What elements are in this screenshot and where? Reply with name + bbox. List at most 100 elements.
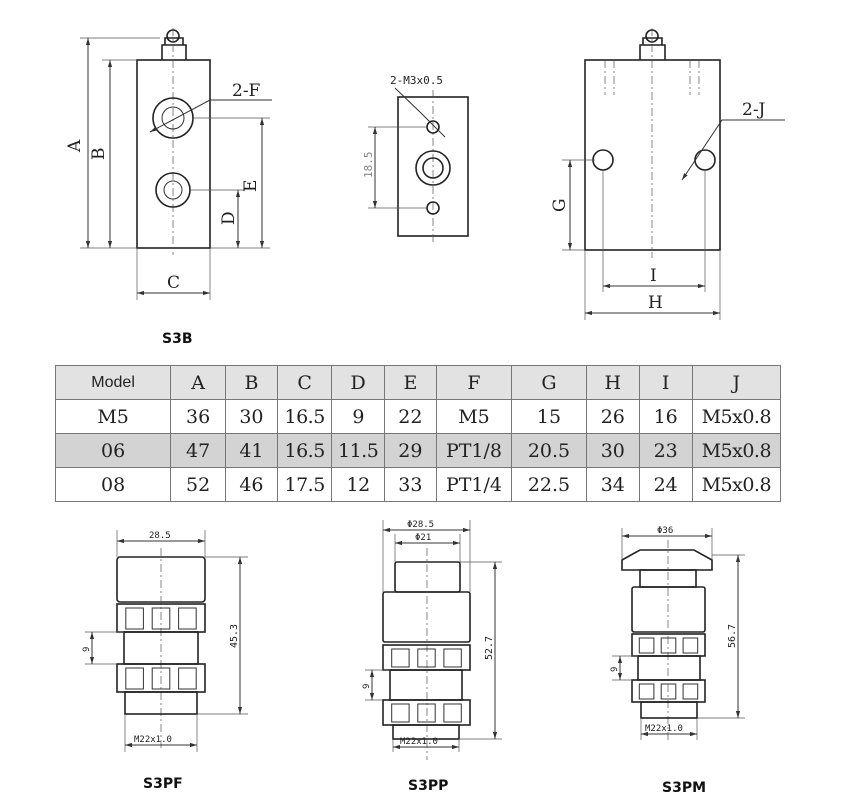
s3pp-outer-dia-label: Φ28.5 [407, 520, 434, 530]
table-cell: 26 [585, 399, 640, 434]
s3pf-title: S3PF [143, 776, 183, 792]
table-cell: 29 [383, 433, 437, 468]
column-header-i: I [638, 365, 693, 400]
dim-c-label: C [167, 273, 180, 293]
port-view: 18.5 2-M3x0.5 [362, 74, 469, 244]
s3pm-dia-label: Φ36 [657, 526, 673, 536]
s3pp-view: Φ28.5 Φ21 52.7 9 M22x1.0 S3PP [362, 520, 502, 794]
port-j-left [592, 149, 614, 171]
column-header-h: H [585, 365, 640, 400]
table-cell: 23 [638, 433, 693, 468]
mushroom-cap [621, 549, 713, 571]
ring-slot [638, 683, 655, 700]
hole-thread-label: 2-M3x0.5 [390, 74, 443, 87]
column-header-a: A [170, 365, 226, 400]
ring-slot [178, 667, 197, 690]
side-plunger [639, 37, 666, 60]
thread-hidden-lines [604, 60, 700, 95]
column-header-e: E [383, 365, 437, 400]
table-cell: M5x0.8 [691, 399, 782, 434]
ring-slot [417, 703, 436, 723]
column-header-d: D [331, 365, 385, 400]
s3pm-height-label: 56.7 [727, 624, 738, 648]
s3pf-width-label: 28.5 [149, 531, 171, 541]
table-cell: 41 [224, 433, 278, 468]
side-view: G I H 2-J [550, 28, 785, 320]
dim-d-label: D [219, 211, 239, 225]
s3pm-gap-label: 9 [610, 667, 620, 672]
ring-slot [417, 648, 436, 668]
port-j-label: 2-J [742, 100, 766, 120]
table-cell: 46 [224, 467, 278, 502]
ring-slot [391, 648, 410, 668]
ring-slot [682, 637, 699, 654]
s3pp-gap-label: 9 [362, 684, 372, 689]
dim-g-label: G [550, 198, 570, 212]
model-cell: M5 [54, 399, 172, 434]
table-cell: M5x0.8 [691, 467, 782, 502]
table-cell: PT1/8 [435, 433, 513, 468]
table-cell: 30 [224, 399, 278, 434]
table-cell: PT1/4 [435, 467, 513, 502]
side-body [584, 59, 721, 251]
column-header-b: B [224, 365, 278, 400]
table-cell: 20.5 [511, 433, 587, 468]
knurled-ring [382, 699, 471, 726]
table-cell: 30 [585, 433, 640, 468]
s3pp-inner-dia-label: Φ21 [415, 533, 431, 543]
ring-slot [125, 607, 144, 630]
s3pf-height-label: 45.3 [229, 624, 240, 648]
table-cell: 11.5 [331, 433, 385, 468]
hole-spacing-label: 18.5 [362, 152, 375, 179]
table-cell: 22.5 [511, 467, 587, 502]
knurled-ring [382, 644, 471, 671]
s3pp-thread-label: M22x1.0 [400, 737, 438, 747]
s3b-title: S3B [162, 331, 193, 347]
port-f-label: 2-F [232, 81, 261, 101]
ring-slot [443, 703, 462, 723]
dim-i-label: I [650, 266, 657, 286]
ring-slot [660, 683, 677, 700]
ring-slot [125, 667, 144, 690]
table-cell: 12 [331, 467, 385, 502]
s3pf-view: 28.5 45.3 9 M22x1.0 S3PF [82, 530, 248, 792]
table-cell: 34 [585, 467, 640, 502]
table-cell: 52 [170, 467, 226, 502]
ring-slot [682, 683, 699, 700]
ring-slot [638, 637, 655, 654]
table-cell: M5 [435, 399, 513, 434]
s3pp-title: S3PP [408, 778, 448, 794]
table-cell: 33 [383, 467, 437, 502]
column-header-model: Model [54, 365, 172, 400]
knurled-ring [631, 633, 706, 657]
table-cell: 15 [511, 399, 587, 434]
s3pp-height-label: 52.7 [484, 636, 495, 660]
table-cell: 9 [331, 399, 385, 434]
column-header-j: J [691, 365, 782, 400]
dim-b-label: B [89, 148, 109, 161]
dim-a-label: A [65, 139, 85, 153]
plunger [161, 37, 187, 60]
ring-slot [151, 667, 171, 690]
ring-slot [151, 607, 171, 630]
s3b-front-view: A B E D C 2-F S3B [65, 28, 272, 347]
port-j-right [694, 149, 716, 171]
model-cell: 08 [54, 467, 172, 502]
ring-slot [391, 703, 410, 723]
table-cell: 22 [383, 399, 437, 434]
ring-slot [660, 637, 677, 654]
s3pf-gap-label: 9 [82, 647, 92, 652]
s3pm-thread-label: M22x1.0 [645, 724, 683, 734]
knurled-ring [631, 679, 706, 703]
dim-e-label: E [241, 180, 261, 192]
table-cell: 16.5 [276, 433, 333, 468]
table-cell: 16 [638, 399, 693, 434]
table-cell: 47 [170, 433, 226, 468]
column-header-f: F [435, 365, 513, 400]
s3pm-view: Φ36 56.7 9 M22x1.0 S3PM [610, 526, 745, 796]
